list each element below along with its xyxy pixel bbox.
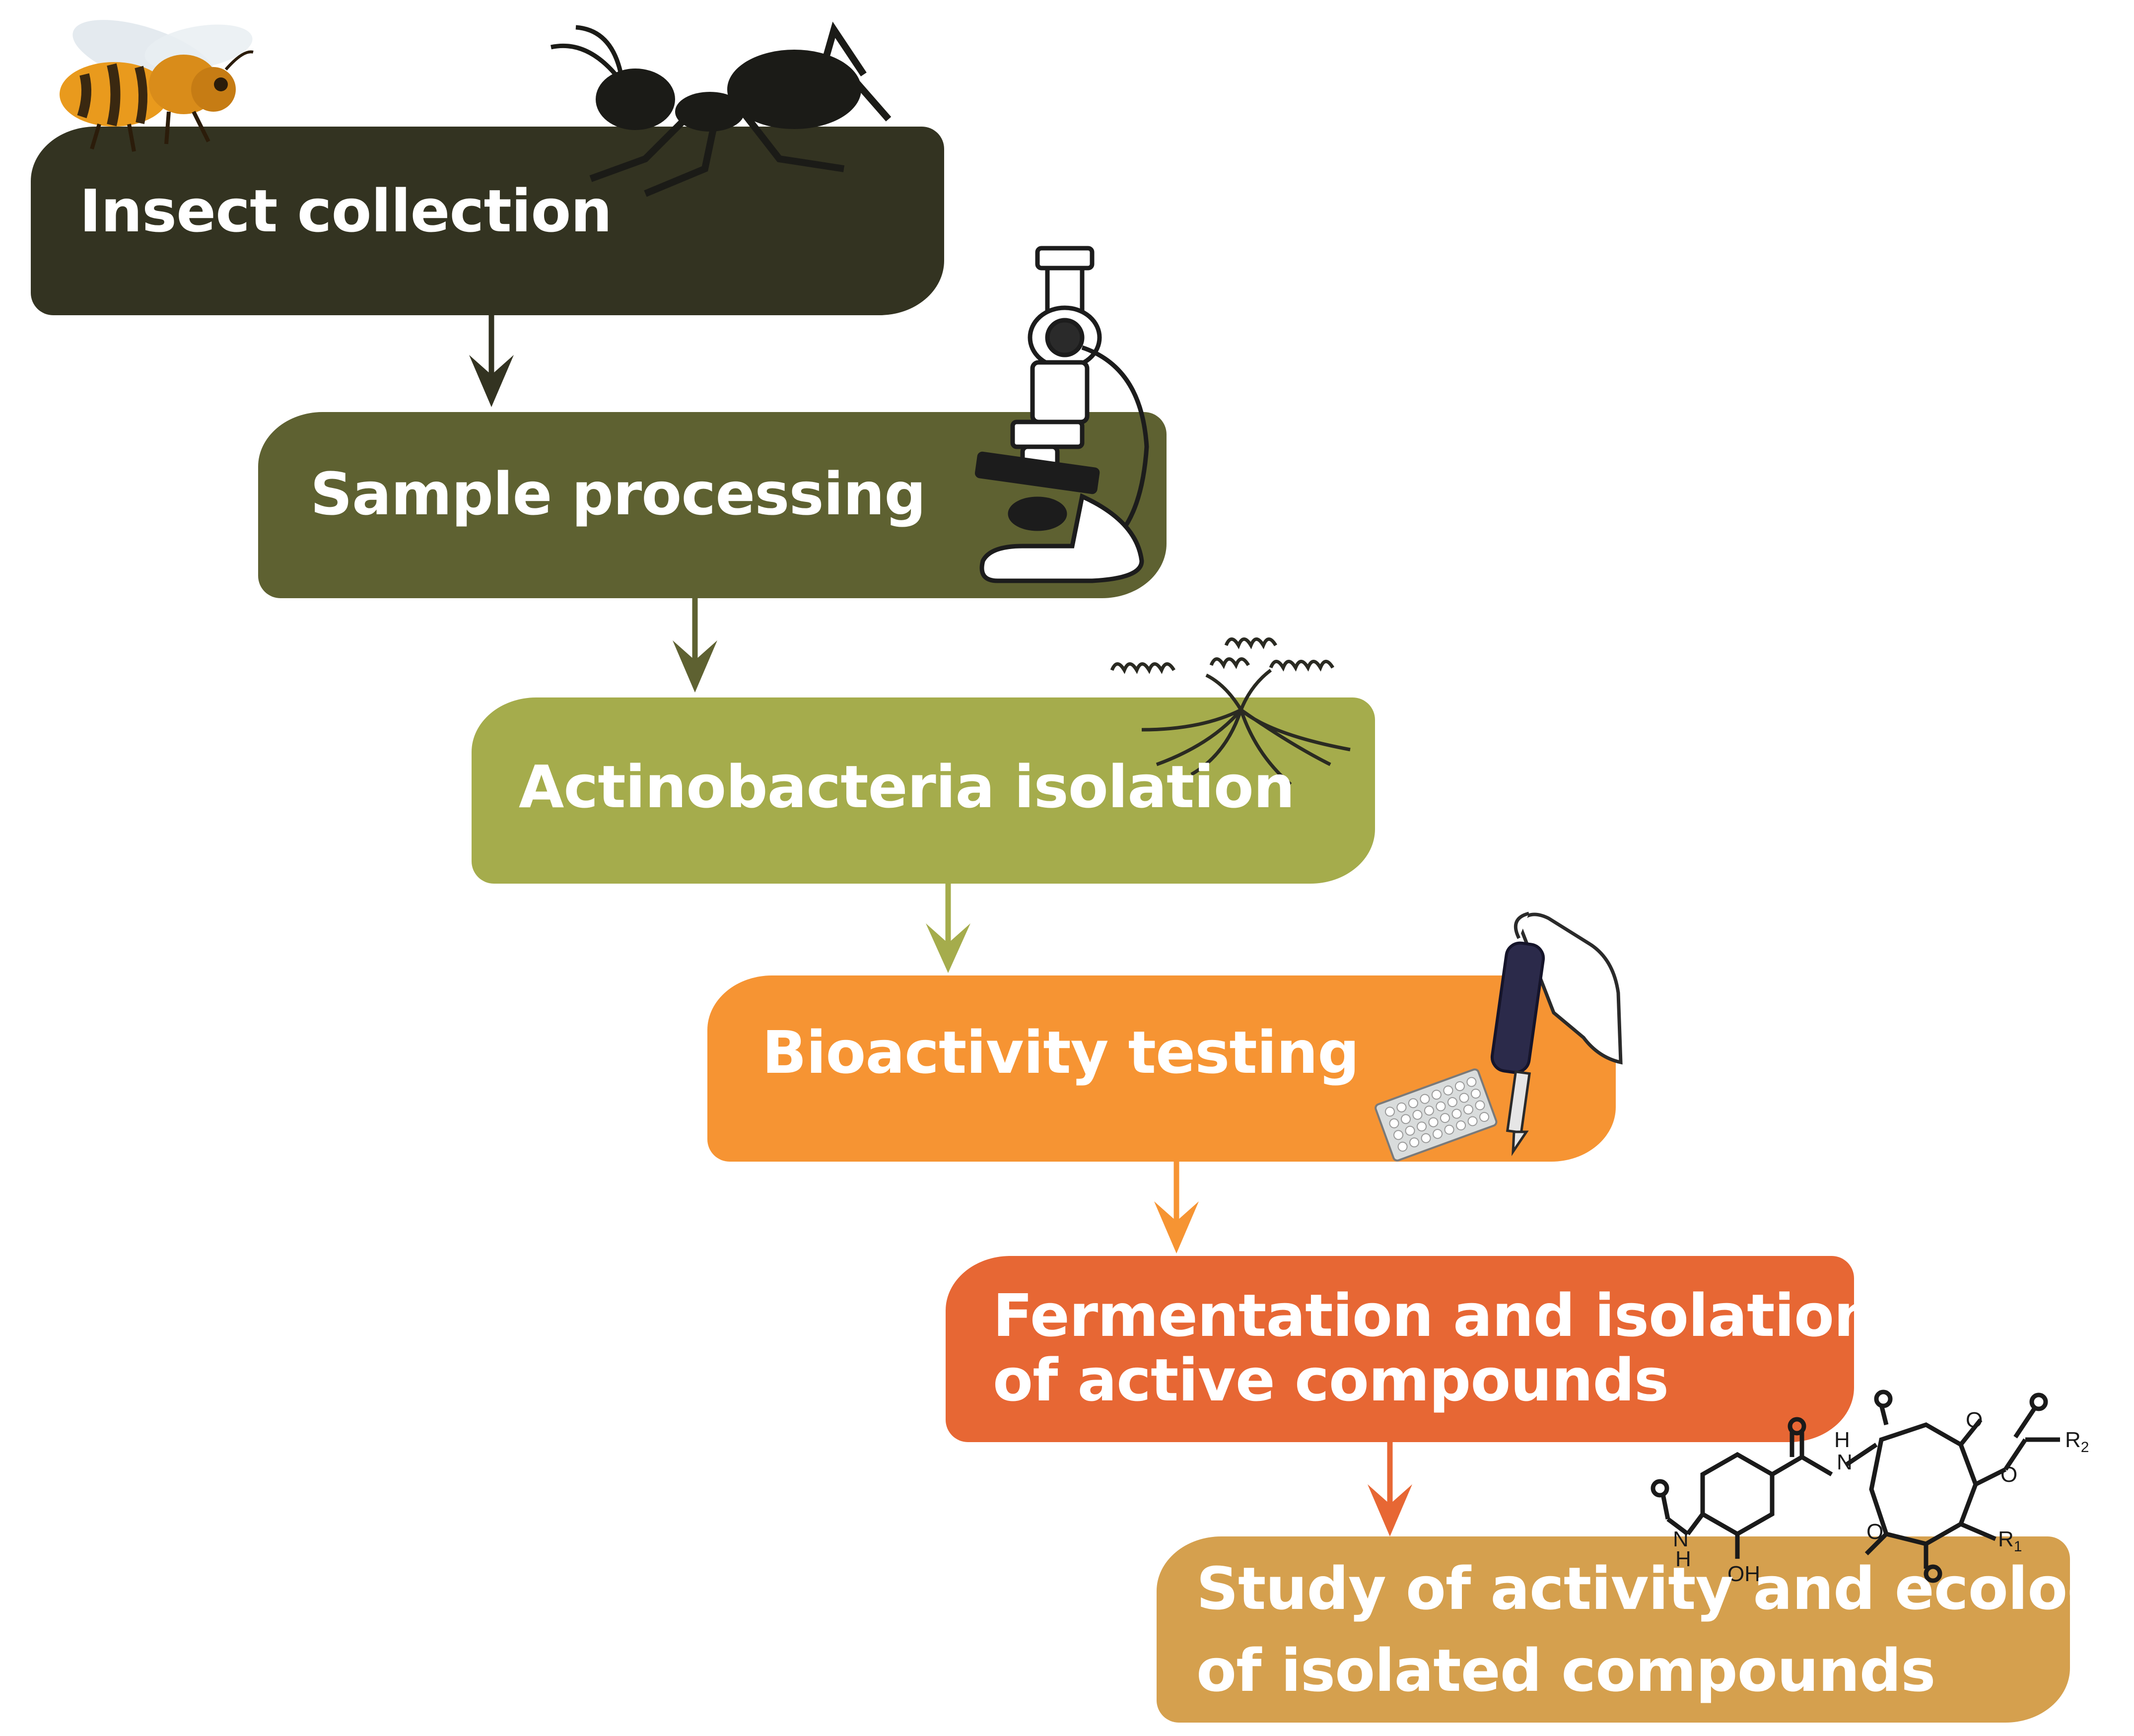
- step-label-line-1: Fermentation and isolation: [993, 1281, 1875, 1350]
- step-box-fermentation: [946, 1256, 1854, 1442]
- step-box-study-of-compounds: [1157, 1536, 2070, 1723]
- step-label-study-of-compounds: Study of activity and ecology of isolate…: [1196, 1556, 2134, 1703]
- step-label-line: Sample processing: [310, 460, 926, 528]
- arrow-4: [1154, 1162, 1199, 1253]
- step-label-fermentation: Fermentation and isolation of active com…: [993, 1283, 1875, 1412]
- step-label-line-1: Study of activity and ecology: [1196, 1554, 2134, 1623]
- step-label-line-2: of isolated compounds: [1196, 1636, 1936, 1705]
- amide-h-label: H: [1834, 1428, 1850, 1452]
- arrow-5: [1368, 1442, 1412, 1536]
- arrow-3: [926, 884, 970, 973]
- r1-label: R1: [1998, 1527, 2022, 1555]
- arrow-2: [673, 598, 717, 693]
- step-label-line: Actinobacteria isolation: [519, 753, 1295, 821]
- microscope-icon: [974, 246, 1149, 583]
- formamide-n-label: N: [1673, 1527, 1689, 1551]
- pipette-and-well-plate-icon: [1375, 911, 1623, 1162]
- step-label-actinobacteria-isolation: Actinobacteria isolation: [519, 755, 1295, 819]
- chemical-structure-icon: [1651, 1389, 2060, 1583]
- step-label-bioactivity-testing: Bioactivity testing: [762, 1018, 1360, 1087]
- hydroxyl-label: OH: [1727, 1562, 1760, 1586]
- chemical-structure-labels: N H N H OH O O O R2 R1: [1673, 1408, 2089, 1586]
- ant-icon: [551, 21, 892, 197]
- ring-oxygen-top-label: O: [1966, 1408, 1983, 1432]
- r2-label: R2: [2065, 1428, 2089, 1456]
- bee-icon: [60, 20, 254, 152]
- glove-hand-icon: [1517, 912, 1623, 1065]
- step-label-line: Bioactivity testing: [762, 1018, 1360, 1087]
- amide-n-label: N: [1837, 1450, 1853, 1474]
- step-label-insect-collection: Insect collection: [79, 179, 612, 243]
- pipette-body-icon: [1490, 941, 1545, 1074]
- well-plate-icon: [1375, 1068, 1498, 1162]
- step-label-line: Insect collection: [79, 177, 612, 245]
- ring-oxygen-bottom-label: O: [1866, 1520, 1883, 1544]
- formamide-h-label: H: [1675, 1547, 1691, 1571]
- step-label-line-2: of active compounds: [993, 1346, 1669, 1414]
- actinobacteria-icon: [1110, 637, 1351, 786]
- step-label-sample-processing: Sample processing: [310, 462, 926, 526]
- ester-oxygen-label: O: [2000, 1462, 2017, 1487]
- arrow-1: [469, 315, 514, 407]
